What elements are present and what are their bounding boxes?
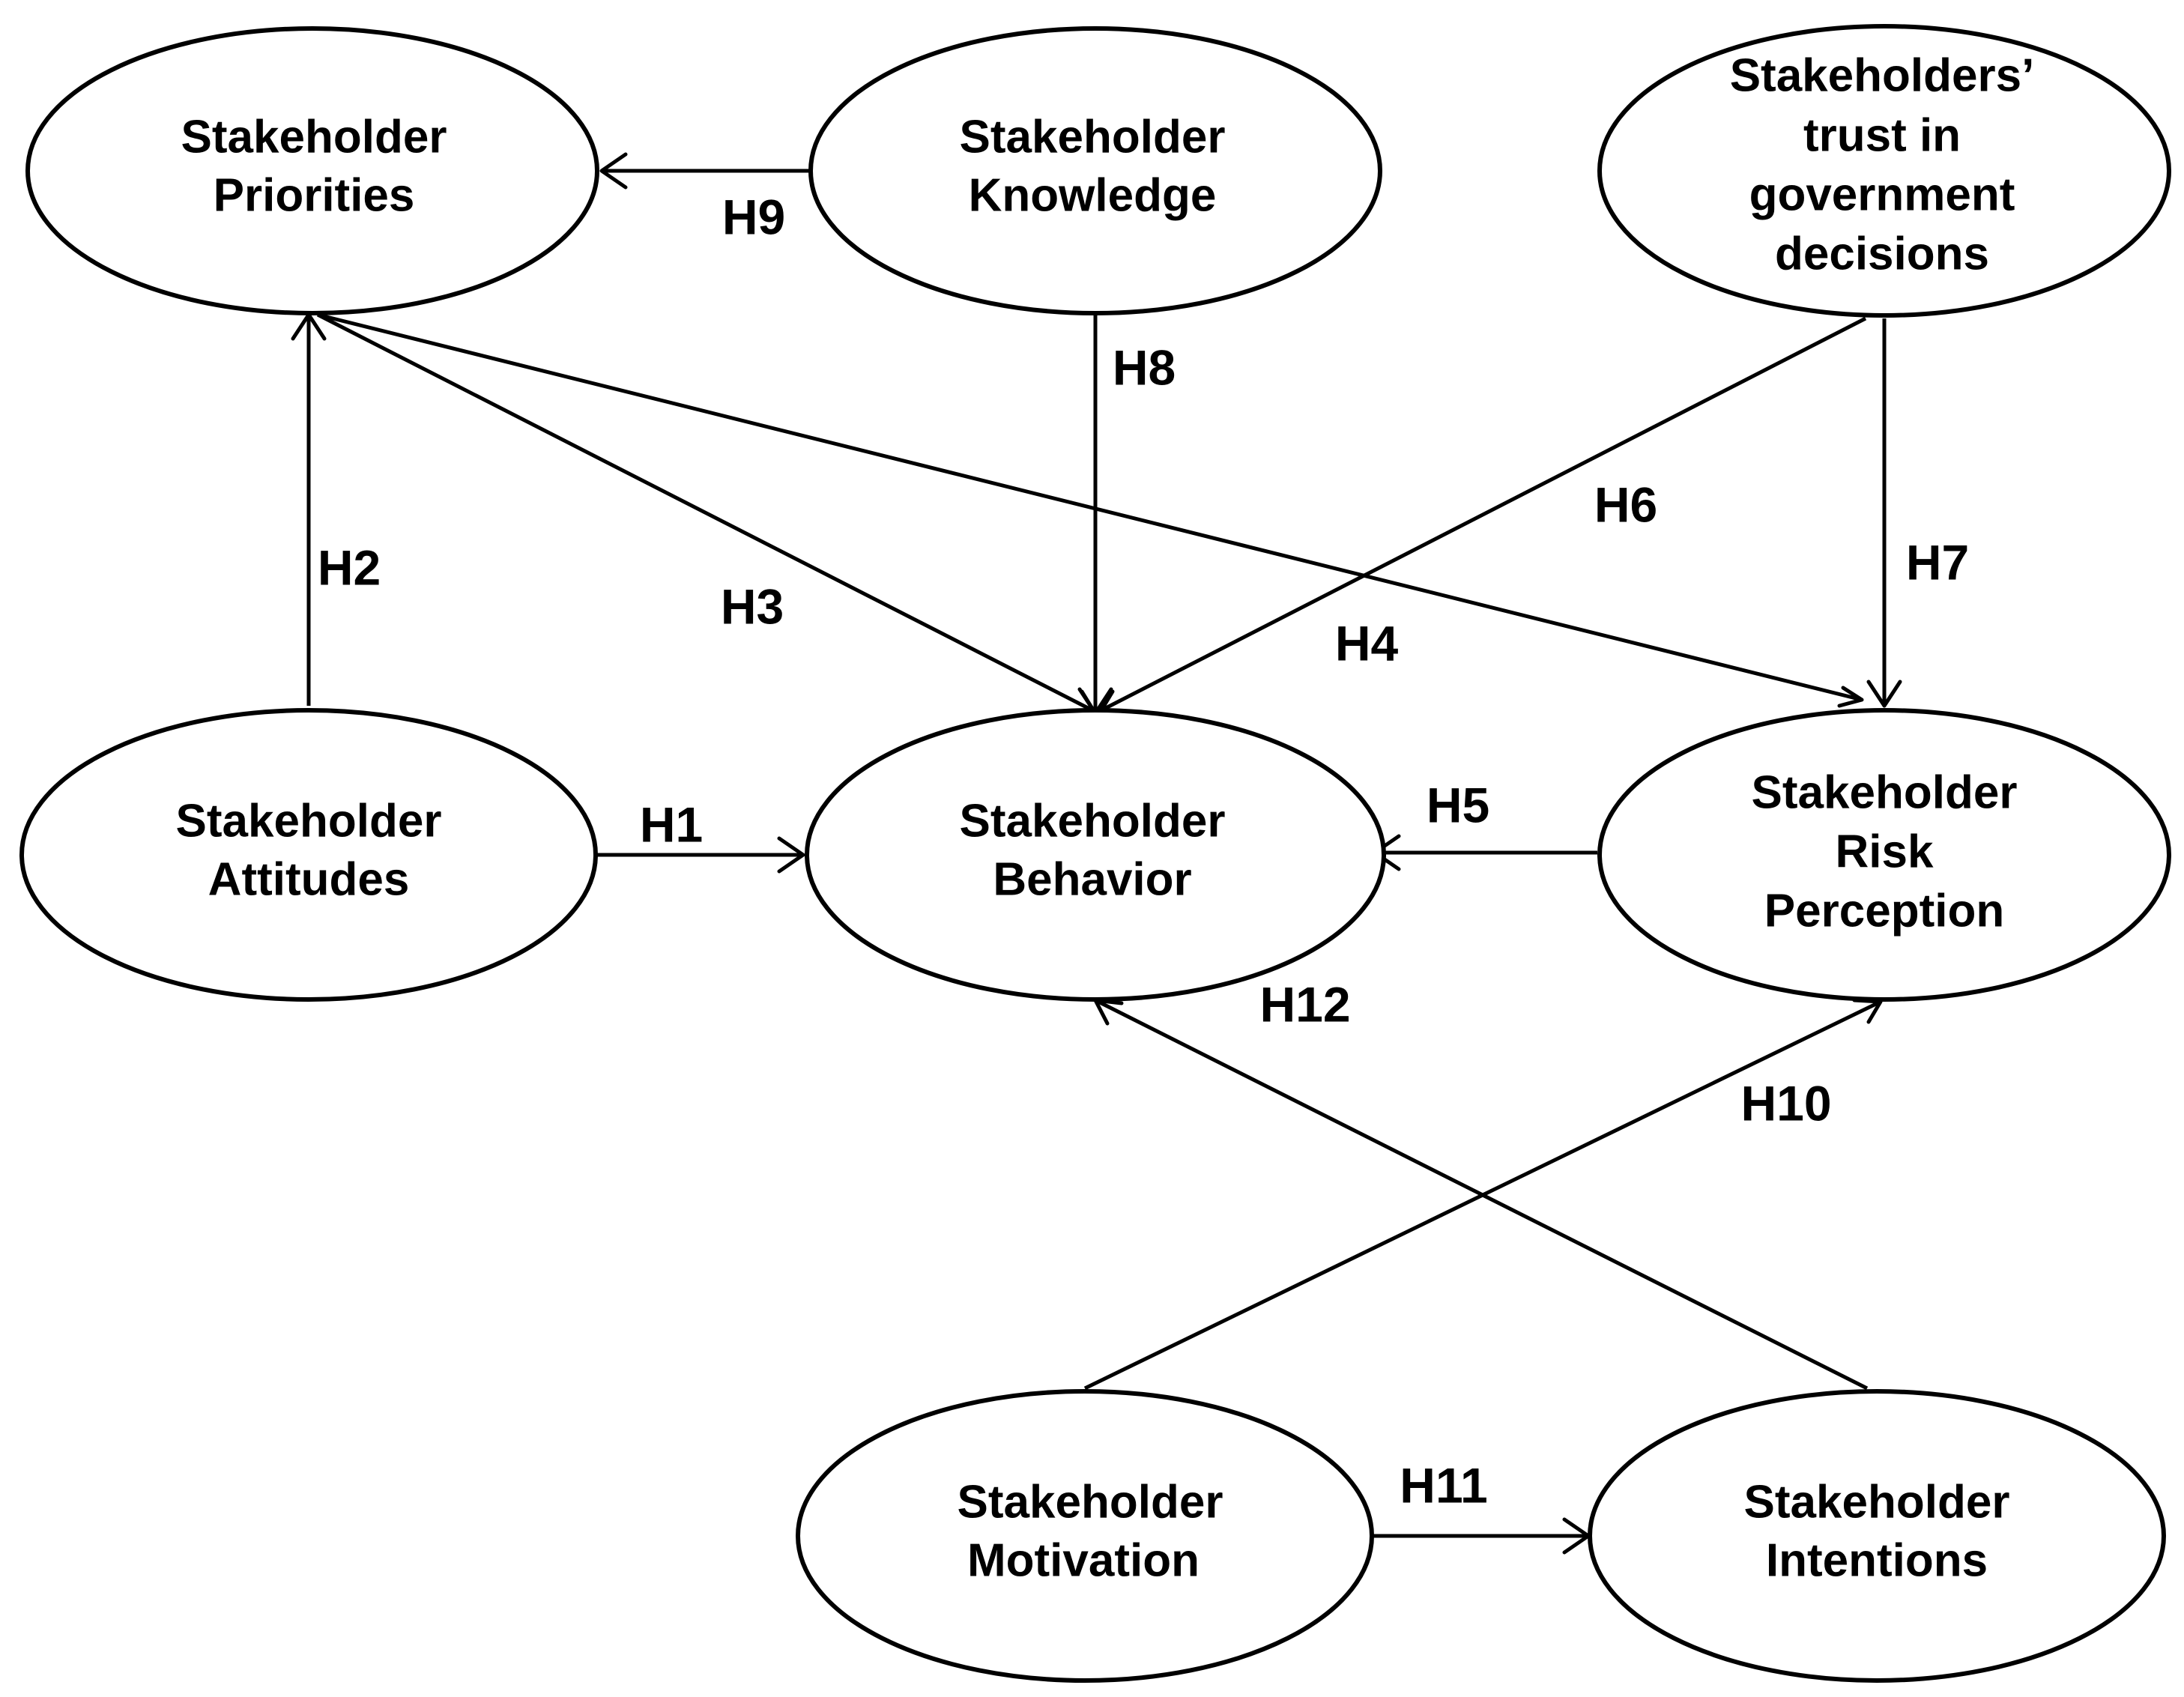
edge-h5 xyxy=(1373,834,1597,871)
node-label-line: Stakeholder xyxy=(181,111,447,163)
edge-h11 xyxy=(1373,1517,1591,1555)
edge-label-h10: H10 xyxy=(1740,1075,1831,1131)
node-label-line: Behavior xyxy=(993,853,1191,905)
node-stakeholder-risk-perception: Stakeholder Risk Perception xyxy=(1597,708,2171,1002)
node-label-line: decisions xyxy=(1775,228,1989,279)
edge-label-h3: H3 xyxy=(721,578,784,634)
node-stakeholder-intentions: Stakeholder Intentions xyxy=(1588,1389,2166,1683)
edge-h2 xyxy=(291,312,327,706)
node-stakeholder-motivation: Stakeholder Motivation xyxy=(796,1389,1374,1683)
edge-label-h12: H12 xyxy=(1259,976,1350,1032)
node-label-line: Stakeholder xyxy=(960,795,1226,847)
node-label-line: Perception xyxy=(1764,885,2004,937)
edge-h3 xyxy=(316,312,1096,718)
node-label-line: Stakeholder xyxy=(958,1476,1223,1528)
node-label-line: government xyxy=(1749,169,2015,220)
node-label-line: Knowledge xyxy=(969,169,1217,221)
node-label-line: Priorities xyxy=(214,169,415,221)
edge-label-h1: H1 xyxy=(640,796,703,852)
node-label-line: Attitudes xyxy=(208,853,410,905)
node-label-line: Stakeholder xyxy=(1752,766,2018,818)
node-stakeholder-behavior: Stakeholder Behavior xyxy=(805,708,1386,1002)
node-stakeholder-priorities: Stakeholder Priorities xyxy=(25,26,599,315)
node-label-line: Stakeholder xyxy=(1744,1476,2010,1528)
edge-h6 xyxy=(1099,316,1867,716)
node-label-line: Motivation xyxy=(967,1534,1200,1586)
node-stakeholder-knowledge: Stakeholder Knowledge xyxy=(808,26,1382,315)
edge-h8 xyxy=(1071,315,1113,720)
node-label-line: Stakeholder xyxy=(176,795,442,847)
node-label-line: trust in xyxy=(1803,109,1961,161)
node-label-line: Intentions xyxy=(1766,1534,1988,1586)
edge-h4 xyxy=(317,312,1864,708)
edge-h1 xyxy=(594,836,805,874)
node-stakeholder-attitudes: Stakeholder Attitudes xyxy=(19,708,598,1002)
edge-label-h11: H11 xyxy=(1400,1457,1487,1513)
node-stakeholders-trust: Stakeholders’ trust in government decisi… xyxy=(1597,24,2171,318)
edge-label-h8: H8 xyxy=(1113,339,1176,395)
edge-label-h2: H2 xyxy=(318,539,381,595)
edge-h12 xyxy=(1093,998,1869,1391)
node-label-line: Stakeholder xyxy=(960,111,1226,163)
node-label-line: Stakeholders’ xyxy=(1730,49,2035,101)
edge-h9 xyxy=(599,152,811,190)
edge-label-h6: H6 xyxy=(1594,477,1657,532)
edge-label-h4: H4 xyxy=(1335,615,1399,671)
edge-h7 xyxy=(1866,318,1902,708)
edge-label-h9: H9 xyxy=(722,189,785,244)
edge-label-h5: H5 xyxy=(1427,777,1489,832)
edge-label-h7: H7 xyxy=(1906,534,1969,590)
node-label-line: Risk xyxy=(1836,826,1934,877)
